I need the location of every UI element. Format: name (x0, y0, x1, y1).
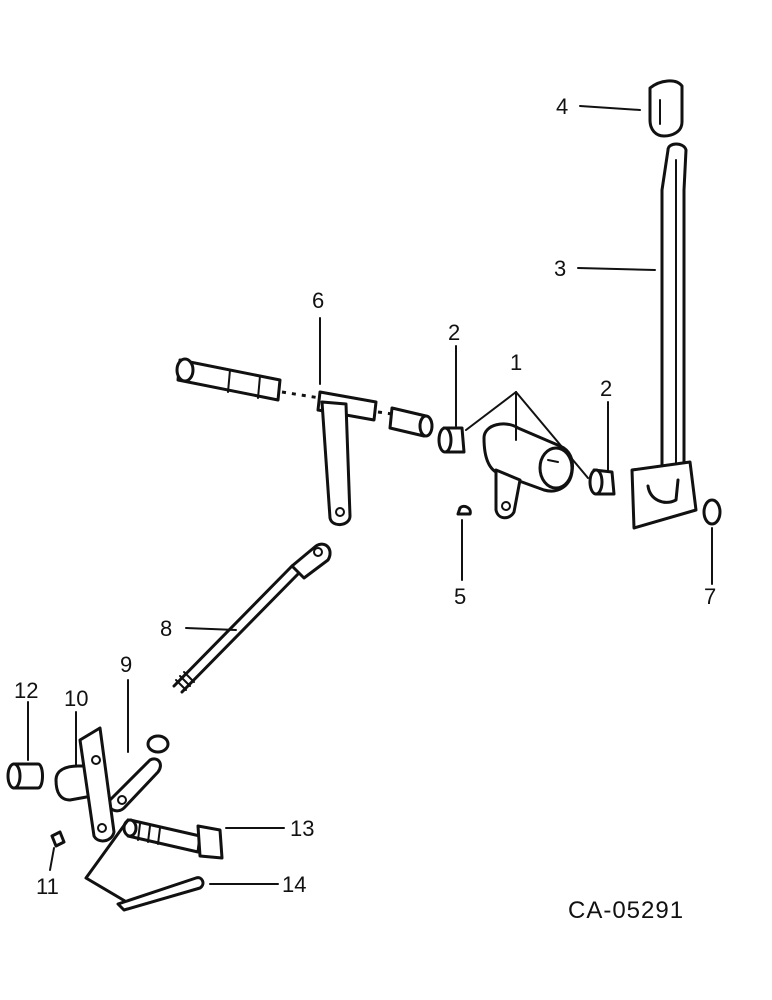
part-13-bolt (122, 818, 224, 860)
figure-code: CA-05291 (568, 897, 684, 924)
callout-4: 4 (556, 94, 568, 119)
part-9-clevis (107, 734, 170, 813)
callout-6: 6 (312, 288, 324, 313)
part-8-rod (172, 542, 332, 694)
part-14-pin (84, 818, 205, 912)
part-10-bracket (54, 726, 116, 843)
part-7-snap-ring (702, 498, 722, 526)
leader-lines (27, 105, 713, 885)
callout-3: 3 (554, 256, 566, 281)
callout-9: 9 (120, 652, 132, 677)
callout-1: 1 (510, 350, 522, 375)
part-12-bushing (6, 762, 44, 790)
part-2-bushing-left (437, 426, 466, 454)
part-2-bushing-right (588, 468, 616, 496)
callout-2-left: 2 (448, 320, 460, 345)
callout-12: 12 (14, 678, 38, 703)
part-5-key (456, 504, 472, 516)
callout-7: 7 (704, 584, 716, 609)
callout-10: 10 (64, 686, 88, 711)
part-11-fitting (50, 830, 66, 848)
callout-14: 14 (282, 872, 306, 897)
callout-11: 11 (36, 874, 59, 899)
part-1-lever-hub (482, 422, 574, 520)
callout-5: 5 (454, 584, 466, 609)
part-6-shaft (175, 357, 434, 526)
part-4-handle-grip (648, 79, 684, 138)
part-3-hand-lever (630, 142, 698, 530)
callout-13: 13 (290, 816, 314, 841)
callout-8: 8 (160, 616, 172, 641)
callout-2-right: 2 (600, 376, 612, 401)
